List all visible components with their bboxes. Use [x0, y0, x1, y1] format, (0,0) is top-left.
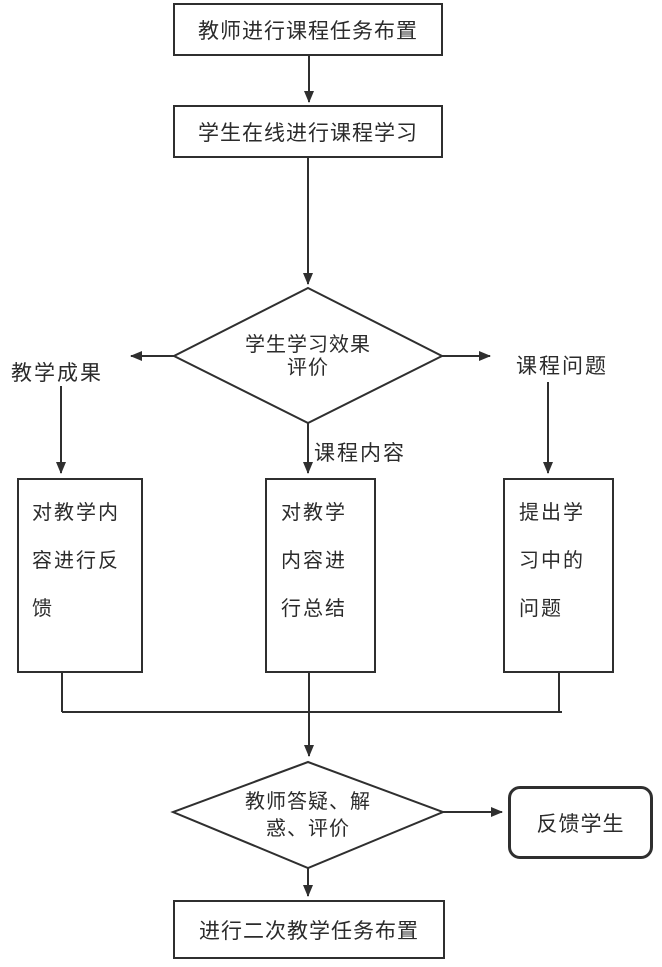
label-teaching-results: 教学成果 [11, 361, 103, 385]
decision-learning-evaluation-shape [171, 286, 445, 425]
node-second-assignment-label: 进行二次教学任务布置 [199, 918, 419, 943]
node-content-summary-line2: 内容进 [281, 548, 347, 572]
node-feedback-students: 反馈学生 [508, 786, 653, 859]
node-content-summary: 对教学 内容进 行总结 [265, 478, 376, 673]
node-raise-questions-line1: 提出学 [519, 500, 585, 524]
node-assign-task: 教师进行课程任务布置 [173, 3, 443, 56]
node-raise-questions-line3: 问题 [519, 596, 563, 620]
node-content-summary-line1: 对教学 [281, 500, 347, 524]
node-content-summary-line3: 行总结 [281, 596, 347, 620]
label-course-problems: 课程问题 [516, 354, 608, 378]
label-course-content: 课程内容 [314, 441, 406, 465]
node-second-assignment: 进行二次教学任务布置 [173, 900, 445, 959]
node-assign-task-label: 教师进行课程任务布置 [198, 18, 418, 43]
node-raise-questions: 提出学 习中的 问题 [503, 478, 614, 673]
node-feedback-students-label: 反馈学生 [536, 811, 625, 836]
node-content-feedback-line3: 馈 [32, 596, 54, 620]
node-content-feedback: 对教学内 容进行反 馈 [17, 478, 143, 673]
node-online-learning-label: 学生在线进行课程学习 [198, 120, 418, 145]
node-content-feedback-line2: 容进行反 [32, 548, 120, 572]
node-content-feedback-line1: 对教学内 [32, 500, 120, 524]
node-online-learning: 学生在线进行课程学习 [173, 105, 443, 158]
node-raise-questions-line2: 习中的 [519, 548, 585, 572]
decision-teacher-answer-shape [170, 760, 446, 870]
